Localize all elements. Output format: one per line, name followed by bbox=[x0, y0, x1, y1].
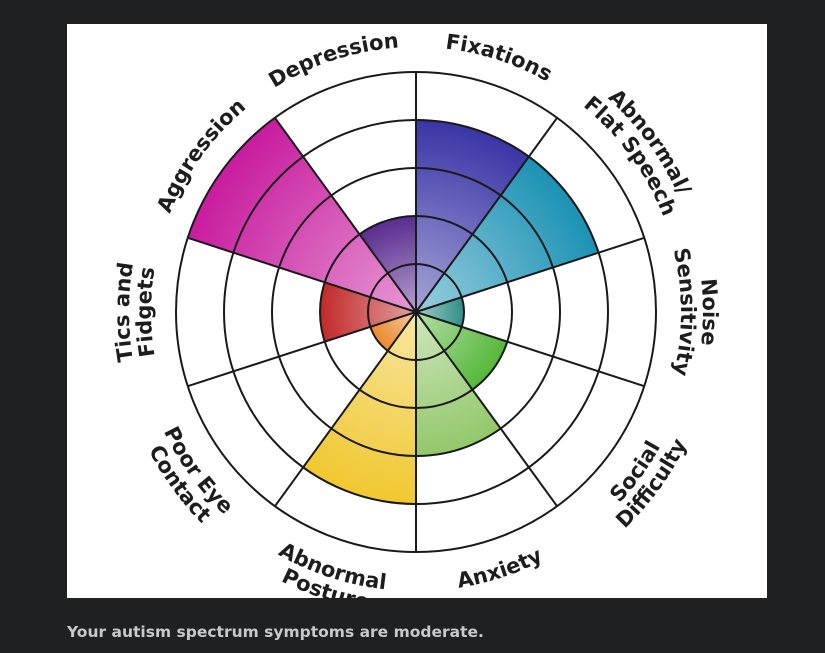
label-abnormal-flat-speech: Abnormal/Flat Speech bbox=[579, 84, 696, 219]
wedge-noise-sensitivity bbox=[416, 297, 465, 327]
label-fixations: Fixations bbox=[444, 30, 556, 87]
axis-label: Anxiety bbox=[455, 543, 546, 593]
grid-spoke bbox=[415, 236, 645, 313]
axis-label: Sensitivity bbox=[669, 246, 700, 379]
label-anxiety: Anxiety bbox=[455, 543, 546, 593]
wedge-anxiety bbox=[416, 312, 501, 456]
label-abnormal-posture: AbnormalPosture bbox=[275, 538, 388, 598]
label-depression: Depression bbox=[264, 29, 399, 93]
axis-label: Fidgets bbox=[132, 265, 160, 358]
axis-label: Noise bbox=[696, 277, 722, 346]
result-text: Your autism spectrum symptoms are modera… bbox=[67, 623, 484, 641]
wedge-fixations bbox=[416, 120, 529, 312]
grid-spoke bbox=[187, 236, 417, 313]
wedge-poor-eye-contact bbox=[370, 312, 416, 351]
axis-label: Depression bbox=[264, 29, 399, 93]
wedge-abnormal-posture bbox=[303, 312, 416, 504]
axis-label: Fixations bbox=[444, 30, 556, 87]
wedge-social-difficulty bbox=[416, 312, 508, 390]
wedge-abnormal-flat-speech bbox=[416, 156, 599, 312]
axis-label: Tics and bbox=[110, 261, 138, 364]
wedge-depression bbox=[359, 216, 416, 312]
grid-spoke bbox=[274, 311, 417, 507]
grid-spoke bbox=[415, 117, 558, 313]
grid-spoke bbox=[274, 117, 417, 313]
grid-spoke bbox=[187, 311, 417, 388]
grid-spoke bbox=[415, 311, 558, 507]
grid-spoke bbox=[415, 311, 645, 388]
wedge-aggression bbox=[187, 117, 416, 312]
